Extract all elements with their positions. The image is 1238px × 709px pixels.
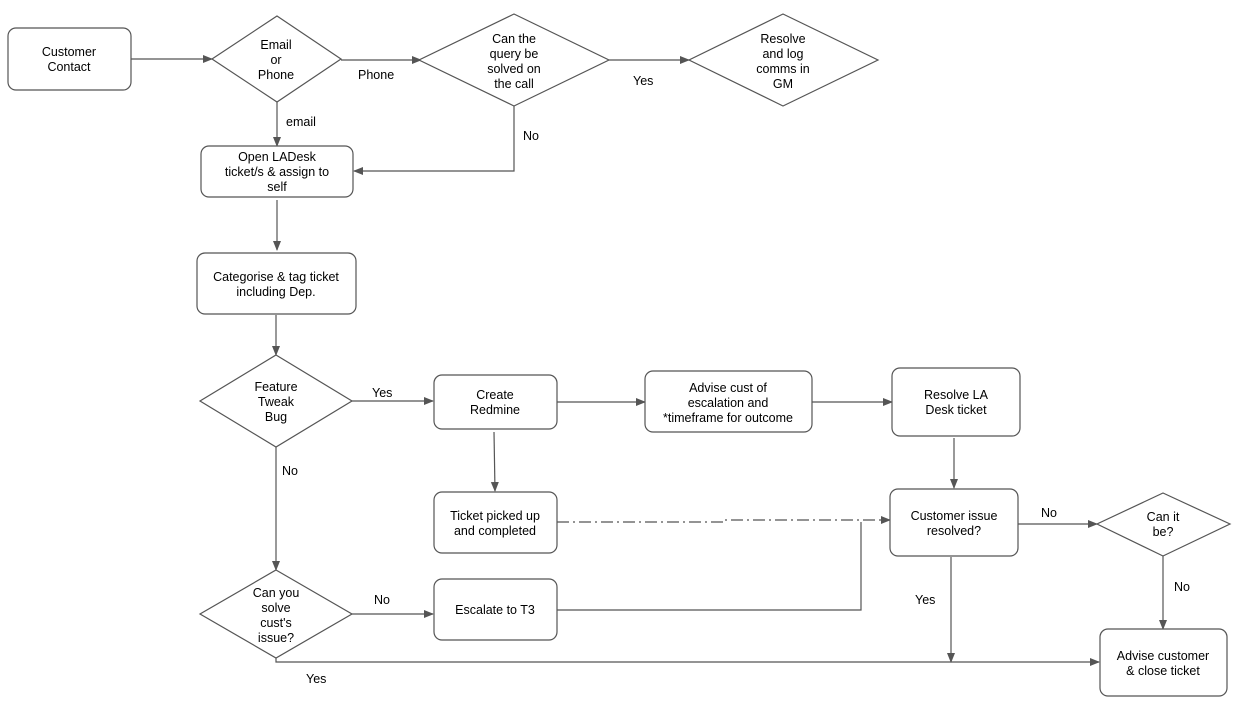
node-resolve-log-label-line: Resolve [760,32,805,46]
node-categorise-label-line: Categorise & tag ticket [213,270,339,284]
node-feature-tweak-bug-label-line: Feature [254,380,297,394]
node-categorise-label-line: including Dep. [236,285,315,299]
node-solved-on-call-label-line: the call [494,77,534,91]
node-email-or-phone-label-line: or [270,53,281,67]
edge-label-no-feature: No [282,464,298,478]
node-solved-on-call-label-line: Can the [492,32,536,46]
node-email-or-phone-label-line: Phone [258,68,294,82]
node-customer-contact-label-line: Contact [47,60,91,74]
node-escalate-t3-label-line: Escalate to T3 [455,603,535,617]
node-customer-issue-resolved-label-line: Customer issue [911,509,998,523]
node-can-you-solve-label-line: Can you [253,586,300,600]
edge-labels: Phone email Yes No Yes No No No Yes No Y… [282,68,1190,686]
node-resolve-log-label-line: GM [773,77,793,91]
node-solved-on-call-label-line: solved on [487,62,541,76]
edge-label-no-solve: No [374,593,390,607]
node-open-ladesk-label-line: ticket/s & assign to [225,165,329,179]
node-feature-tweak-bug-label-line: Bug [265,410,287,424]
node-ticket-picked-up-label-line: and completed [454,524,536,538]
edge-label-yes-call: Yes [633,74,653,88]
node-escalate-t3-label: Escalate to T3 [455,603,535,617]
node-advise-escalation-label-line: *timeframe for outcome [663,411,793,425]
edge-can-you-solve-yes-to-advise-close [275,658,1100,666]
edge-label-no-call: No [523,129,539,143]
edge-redmine-to-ticket-picked-up [490,431,499,492]
node-resolve-la-desk-label-line: Desk ticket [925,403,987,417]
node-advise-escalation-label-line: Advise cust of [689,381,767,395]
edge-label-yes-resolved: Yes [915,593,935,607]
node-can-you-solve-label-line: cust's [260,616,292,630]
node-email-or-phone-label-line: Email [260,38,291,52]
node-resolve-log-label-line: comms in [756,62,810,76]
edge-label-no-resolved: No [1041,506,1057,520]
node-open-ladesk-label-line: self [267,180,287,194]
edge-ticket-picked-up-to-issue-resolved [557,516,891,524]
node-advise-close-label-line: & close ticket [1126,664,1200,678]
node-customer-issue-resolved-label-line: resolved? [927,524,981,538]
node-advise-escalation-label-line: escalation and [688,396,769,410]
node-create-redmine-label-line: Create [476,388,514,402]
edge-label-yes-feature: Yes [372,386,392,400]
edges [131,55,1167,666]
edge-label-email: email [286,115,316,129]
edge-no-to-open-ladesk [353,106,515,175]
node-advise-close: Advise customer& close ticket [1099,628,1228,697]
node-open-ladesk-label-line: Open LADesk [238,150,317,164]
node-can-you-solve-label-line: issue? [258,631,294,645]
node-customer-contact-label-line: Customer [42,45,96,59]
node-resolve-la-desk-label-line: Resolve LA [924,388,989,402]
node-feature-tweak-bug-label-line: Tweak [258,395,295,409]
node-ticket-picked-up-label-line: Ticket picked up [450,509,540,523]
edge-label-yes-solve: Yes [306,672,326,686]
edge-label-no-can-it-be: No [1174,580,1190,594]
node-escalate-t3: Escalate to T3 [433,578,558,641]
node-create-redmine-label-line: Redmine [470,403,520,417]
node-solved-on-call-label-line: query be [490,47,539,61]
node-advise-close-label: Advise customer& close ticket [1117,649,1209,678]
edge-label-phone: Phone [358,68,394,82]
node-resolve-log-label-line: and log [762,47,803,61]
node-can-you-solve-label-line: solve [261,601,290,615]
node-advise-close-label-line: Advise customer [1117,649,1209,663]
edge-escalate-to-dashed-line [557,522,862,611]
node-can-it-be-label-line: Can it [1147,510,1180,524]
node-can-it-be-label-line: be? [1153,525,1174,539]
